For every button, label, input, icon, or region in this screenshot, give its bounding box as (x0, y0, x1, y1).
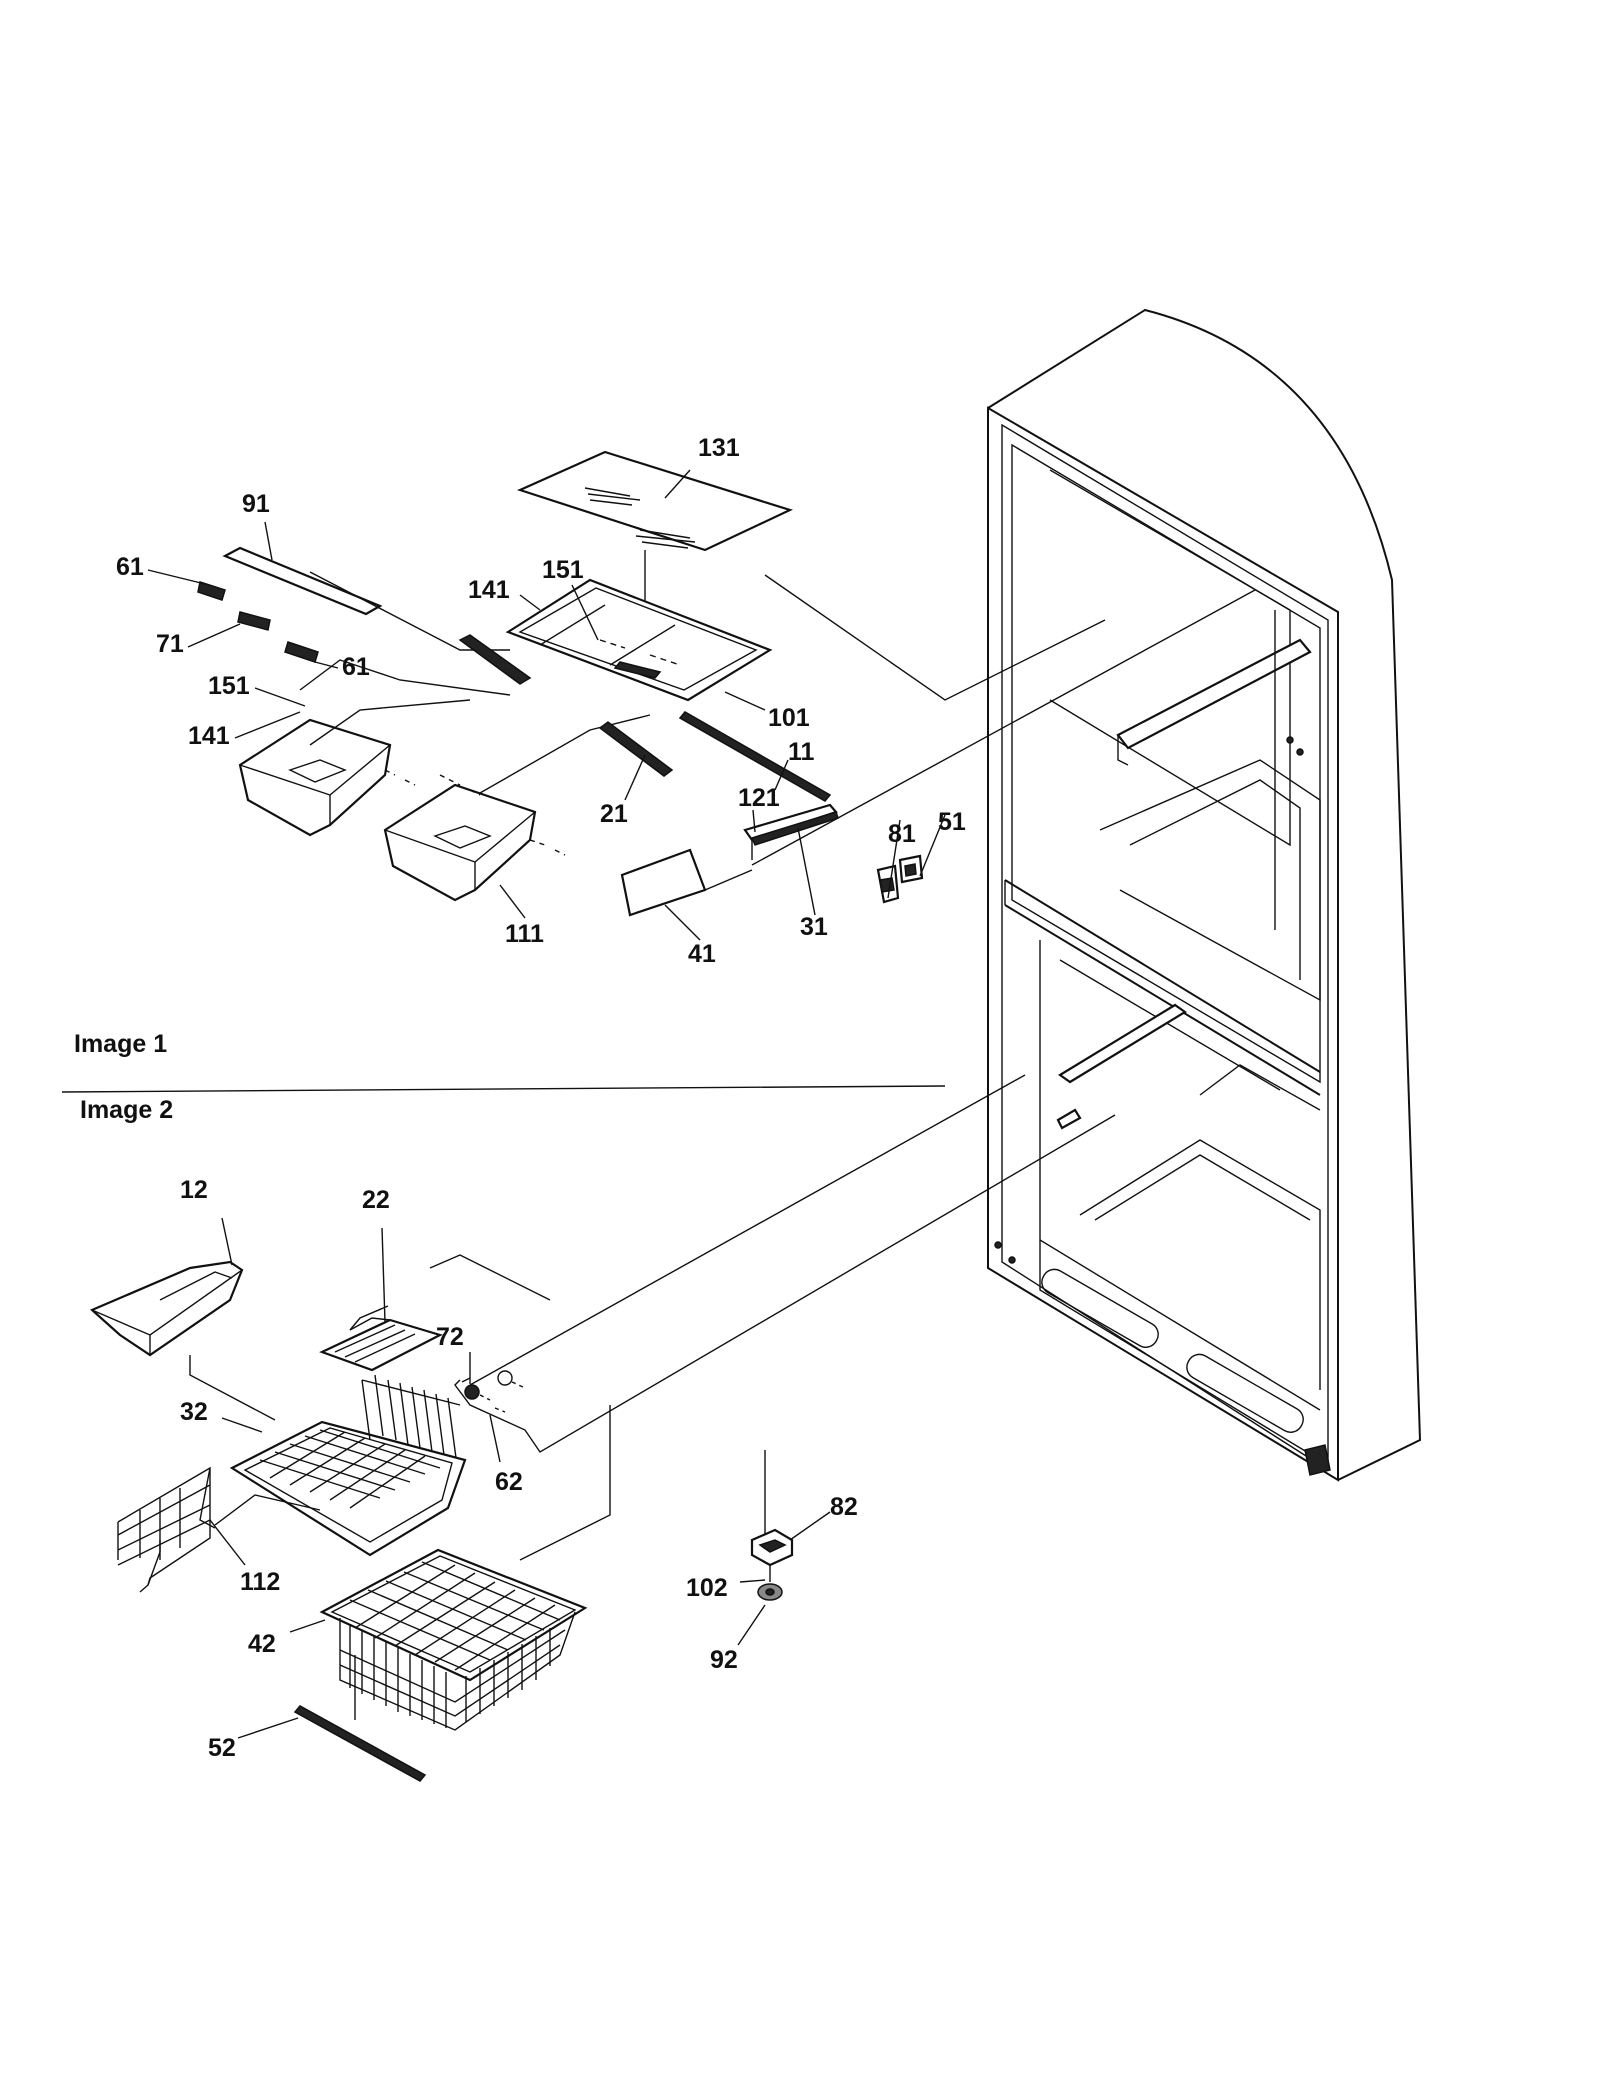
callout-62: 62 (495, 1468, 523, 1496)
callout-131: 131 (698, 434, 740, 462)
callout-12: 12 (180, 1176, 208, 1204)
section-divider (61, 1085, 946, 1093)
part-52-rod (293, 1705, 427, 1782)
callout-31: 31 (800, 913, 828, 941)
callout-11: 11 (788, 738, 815, 766)
callout-92: 92 (710, 1646, 738, 1674)
callout-51: 51 (938, 808, 966, 836)
callout-81: 81 (888, 820, 916, 848)
section-label-image-1: Image 1 (74, 1030, 167, 1058)
part-72-roller (464, 1384, 480, 1400)
callout-71: 71 (156, 630, 184, 658)
part-21-divider (598, 721, 674, 777)
section-label-image-2: Image 2 (80, 1096, 173, 1124)
part-112-wire-divider (117, 1466, 216, 1593)
callout-61: 61 (116, 553, 144, 581)
callout-91: 91 (242, 490, 270, 518)
part-11-rod (678, 711, 832, 802)
callout-102: 102 (686, 1574, 728, 1602)
callout-141-b: 141 (188, 722, 230, 750)
part-61-clip (197, 581, 226, 601)
part-42-wire-basket (319, 1548, 588, 1731)
callout-61-b: 61 (342, 653, 370, 681)
callout-41: 41 (688, 940, 716, 968)
callout-22: 22 (362, 1186, 390, 1214)
part-32-wire-shelf (229, 1374, 467, 1557)
callout-151: 151 (542, 556, 584, 584)
part-111-crisper-right (383, 783, 537, 902)
part-91-rail (222, 546, 383, 616)
part-61-clip-b (284, 641, 319, 663)
leader-lines (147, 469, 946, 1739)
part-111-crisper-left (238, 718, 392, 837)
part-131-glass-shelf (516, 450, 794, 552)
callout-labels: 131 91 61 141 151 71 61 151 141 101 11 2… (74, 434, 966, 1762)
image-1-parts (197, 450, 1276, 930)
part-141-slide-rail (458, 634, 532, 685)
callout-72: 72 (436, 1323, 464, 1351)
callout-32: 32 (180, 1398, 208, 1426)
refrigerator-cabinet (987, 308, 1422, 1482)
part-22-shelf (319, 1305, 443, 1372)
callout-21: 21 (600, 800, 628, 828)
callout-121: 121 (738, 784, 780, 812)
part-71-clip (237, 611, 271, 631)
part-101-shelf-frame (505, 578, 773, 702)
callout-42: 42 (248, 1630, 276, 1658)
part-12-ice-bin (89, 1260, 244, 1357)
callout-151-b: 151 (208, 672, 250, 700)
callout-82: 82 (830, 1493, 858, 1521)
part-41-panel (620, 848, 707, 917)
callout-111: 111 (505, 920, 544, 948)
callout-112: 112 (240, 1568, 280, 1596)
callout-52: 52 (208, 1734, 236, 1762)
callout-101: 101 (768, 704, 810, 732)
callout-141: 141 (468, 576, 510, 604)
image-2-parts (89, 1074, 1116, 1782)
